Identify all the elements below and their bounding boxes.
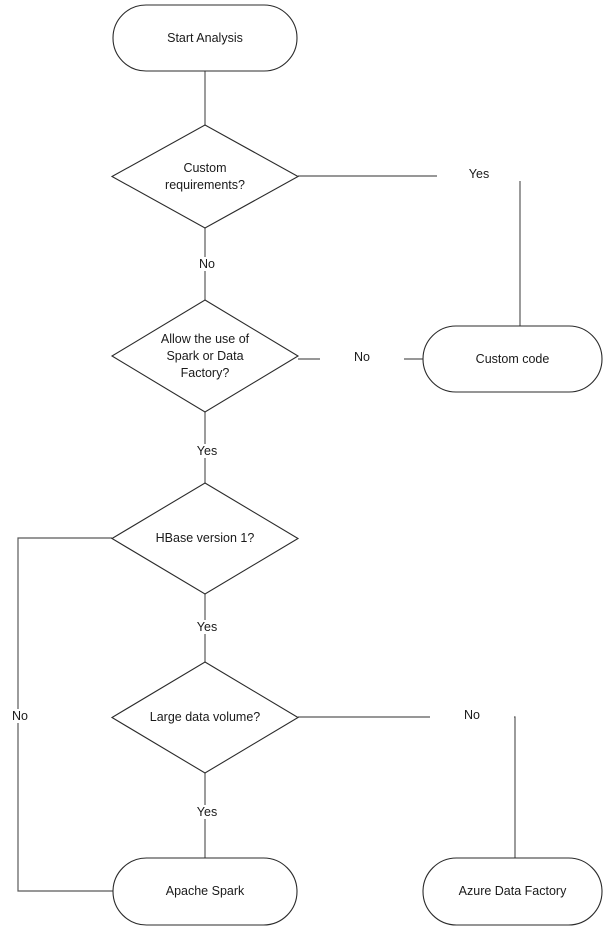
edge-label-custom-requirements-no: No bbox=[165, 257, 249, 271]
edge-large-data-volume-no bbox=[298, 716, 516, 858]
node-allow_spark_adf[interactable] bbox=[110, 299, 300, 413]
edge-label-allow-spark-adf-yes: Yes bbox=[165, 444, 249, 458]
node-large_data_volume[interactable] bbox=[110, 661, 300, 774]
node-azure_data_factory[interactable] bbox=[422, 857, 603, 926]
edge-label-large-data-volume-no: No bbox=[430, 708, 514, 722]
node-custom_code[interactable] bbox=[422, 325, 603, 393]
node-start[interactable] bbox=[112, 4, 298, 72]
nodes-group bbox=[110, 4, 603, 926]
node-apache_spark[interactable] bbox=[112, 857, 298, 926]
node-custom_requirements[interactable] bbox=[110, 124, 300, 229]
node-hbase_version[interactable] bbox=[110, 482, 300, 595]
edge-label-large-data-volume-yes: Yes bbox=[165, 805, 249, 819]
edge-label-hbase-version-yes: Yes bbox=[165, 620, 249, 634]
edge-custom-requirements-yes bbox=[298, 175, 521, 326]
edge-label-allow-spark-adf-no: No bbox=[320, 350, 404, 364]
edges-group bbox=[17, 71, 521, 892]
edge-label-custom-requirements-yes: Yes bbox=[437, 167, 521, 181]
edge-label-hbase-version-no: No bbox=[0, 709, 62, 723]
